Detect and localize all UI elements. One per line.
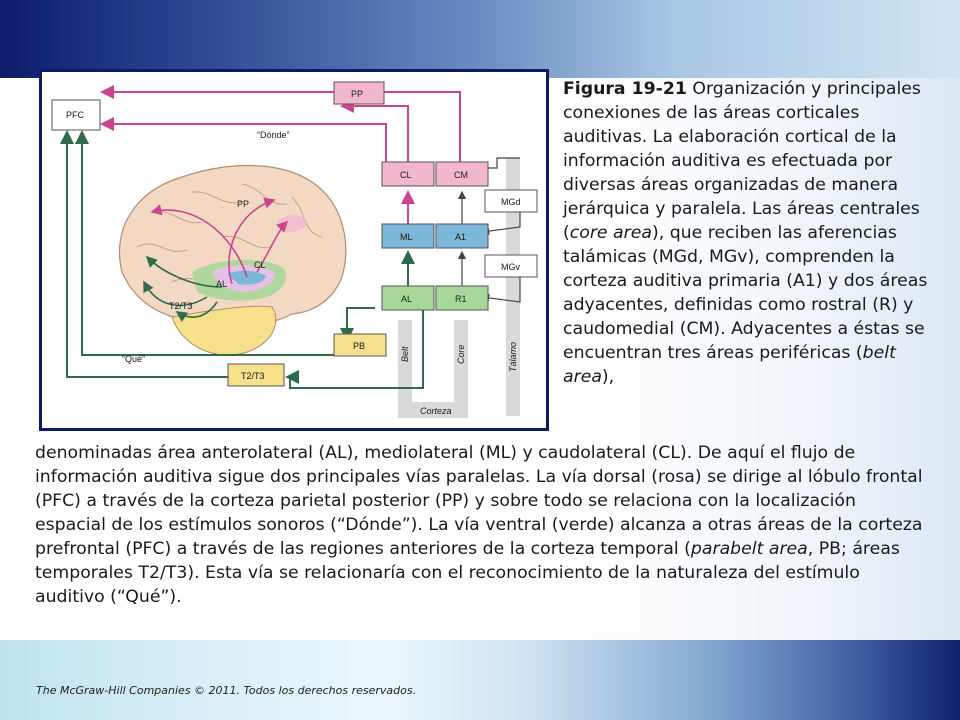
green-line-al-t2t3 — [285, 298, 424, 389]
core-strip — [454, 320, 468, 416]
copyright-footer: The McGraw-Hill Companies © 2011. Todos … — [36, 684, 417, 697]
body-text-1: denominadas área anterolateral (AL), med… — [35, 443, 923, 559]
brain-illustration: PP CL AL T2/T3 — [118, 164, 347, 356]
que-label: “Qué” — [122, 354, 145, 364]
ml-label: ML — [400, 232, 413, 242]
core-label: Core — [456, 344, 466, 364]
pink-line-cl-pp — [340, 99, 409, 168]
a1-label: A1 — [455, 232, 466, 242]
gray-line-mgd — [482, 157, 520, 169]
brain-label-t2t3: T2/T3 — [169, 301, 193, 311]
brain-label-cl: CL — [254, 260, 266, 270]
pfc-label: PFC — [66, 110, 85, 120]
mgd-label: MGd — [501, 197, 521, 207]
caption-text-2: ), que reciben las aferencias talámicas … — [563, 223, 928, 363]
pp-label: PP — [351, 89, 363, 99]
belt-label: Belt — [400, 346, 410, 362]
thalamus-strip — [506, 158, 520, 416]
a1-box — [435, 223, 489, 249]
figure-diagram: PP CL AL T2/T3 PFC PP CL CM M — [51, 81, 538, 418]
body-text-2: , PB; áreas temporales T2/T3). Esta vía … — [35, 539, 900, 607]
al-box — [381, 285, 435, 311]
cm-label: CM — [454, 170, 468, 180]
green-line-t2t3-pfc — [60, 130, 230, 378]
pfc-box — [51, 99, 101, 131]
donde-label: “Dónde” — [257, 130, 290, 140]
cortex-strip — [398, 402, 468, 418]
caption-text-3: ), — [601, 367, 615, 387]
top-banner — [0, 0, 960, 78]
caption-italic-2: belt area — [563, 343, 896, 387]
bottom-banner — [0, 640, 960, 720]
pb-box — [333, 333, 387, 357]
green-line-pb-pfc — [75, 130, 344, 356]
pb-label: PB — [353, 341, 365, 351]
al-label: AL — [401, 294, 412, 304]
mgv-label: MGv — [501, 262, 520, 272]
mgd-box — [484, 189, 538, 213]
gray-line-mgv-r1 — [480, 277, 521, 303]
figure-caption: Figura 19-21 Organización y principales … — [563, 77, 943, 389]
talamo-label: Tálamo — [508, 342, 518, 372]
figure-number: Figura 19-21 — [563, 79, 687, 99]
cl-label: CL — [400, 170, 412, 180]
cm-box — [435, 161, 489, 187]
body-italic-1: parabelt area — [690, 539, 808, 559]
figure-auditory-cortex: PP CL AL T2/T3 PFC PP CL CM M — [39, 69, 549, 431]
pp-box — [333, 81, 385, 105]
mgv-box — [484, 254, 538, 278]
ml-box — [381, 223, 435, 249]
t2t3-label: T2/T3 — [241, 371, 265, 381]
caption-text-1: Organización y principales conexiones de… — [563, 79, 921, 243]
body-paragraph: denominadas área anterolateral (AL), med… — [35, 441, 925, 609]
r1-box — [435, 285, 489, 311]
brain-label-pp: PP — [237, 199, 249, 209]
caption-italic-1: core area — [569, 223, 652, 243]
t2t3-box — [227, 363, 285, 387]
corteza-label: Corteza — [420, 406, 452, 416]
pink-line-cl-pfc — [100, 117, 387, 179]
belt-strip — [398, 320, 412, 416]
brain-label-al: AL — [216, 279, 227, 289]
green-line-al-pb — [340, 307, 375, 342]
r1-label: R1 — [455, 294, 467, 304]
cl-box — [381, 161, 435, 187]
